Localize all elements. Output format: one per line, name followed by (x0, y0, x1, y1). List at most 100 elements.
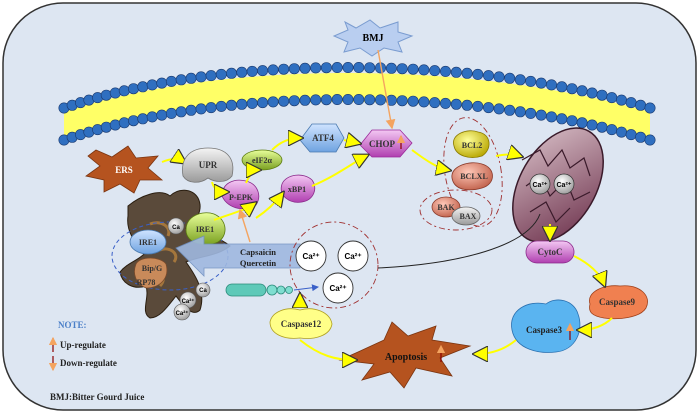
membrane-head-bottom (635, 131, 647, 143)
membrane-head-top (407, 63, 419, 75)
membrane-head-bottom (267, 96, 279, 108)
ire1-to-xbp1-arrow (255, 194, 282, 219)
membrane-head-bottom (288, 95, 300, 107)
membrane-head-bottom (215, 100, 227, 112)
ire1-left-node: IRE1 (129, 229, 167, 255)
cytosolic-ca-boundary (289, 221, 379, 309)
membrane-head-top (545, 79, 557, 91)
pathway-arrows (211, 138, 613, 360)
bclxl-label: BCLXL (460, 172, 488, 181)
membrane-head-bottom (615, 126, 627, 138)
mito-ca-bubble-1: Ca²⁺ (529, 173, 551, 195)
rp78-label: RP78 (137, 278, 156, 287)
membrane-head-bottom (576, 117, 588, 129)
membrane-head-top (472, 68, 484, 80)
bmj-star: BMJ (332, 19, 414, 57)
membrane-head-bottom (450, 98, 462, 110)
membrane-head-bottom (146, 111, 158, 123)
apoptosis-label: Apoptosis (385, 352, 427, 363)
calcium-channel-icon (225, 283, 293, 297)
capsaicin-to-perk-arrow (237, 208, 251, 243)
membrane-head-top (137, 81, 149, 93)
membrane-head-top (353, 61, 365, 73)
membrane-head-bottom (246, 97, 258, 109)
membrane-head-bottom (429, 97, 441, 109)
membrane-head-bottom (525, 107, 537, 119)
note-title: NOTE: (58, 320, 87, 330)
membrane-head-bottom (504, 104, 516, 116)
membrane-head-top (128, 83, 140, 95)
membrane-head-bottom (185, 104, 197, 116)
membrane-head-top (288, 63, 300, 75)
membrane-head-top (165, 75, 177, 87)
caspase12-to-apoptosis-arrow (299, 339, 354, 360)
membrane-head-bottom (128, 115, 140, 127)
membrane-head-bottom (407, 95, 419, 107)
svg-text:Ca²⁺: Ca²⁺ (557, 182, 572, 189)
membrane-head-top (195, 71, 207, 83)
membrane-head-top (566, 83, 578, 95)
membrane-head-top (109, 87, 121, 99)
svg-text:Ca: Ca (199, 288, 207, 294)
er-ca-bubble-4: Ca²⁺ (173, 303, 191, 321)
er-ca-bubble-2: Ca (195, 282, 211, 298)
membrane-head-bottom (205, 102, 217, 114)
caspase3-to-apoptosis-arrow (476, 339, 517, 354)
chop-label: CHOP (369, 139, 396, 149)
membrane-head-bottom (439, 97, 451, 109)
svg-text:Ca²⁺: Ca²⁺ (302, 252, 319, 261)
membrane-head-top (635, 99, 647, 111)
membrane-head-top (450, 66, 462, 78)
membrane-head-top (146, 79, 158, 91)
bcl2-node: BCL2 (453, 130, 490, 158)
membrane-head-bottom (353, 94, 365, 106)
membrane-head-bottom (100, 121, 112, 133)
atf4-node: ATF4 (299, 123, 345, 153)
membrane-head-top (342, 61, 354, 73)
membrane-head-bottom (556, 113, 568, 125)
cytoc-label: CytoC (538, 247, 563, 257)
membrane-head-top (175, 74, 187, 86)
xbp1-label: xBP1 (288, 185, 306, 194)
membrane-head-bottom (342, 94, 354, 106)
membrane-head-bottom (236, 98, 248, 110)
perk-label: P-EPK (229, 193, 254, 202)
ire1-to-perk-arrow (213, 204, 254, 221)
membrane-head-bottom (482, 102, 494, 114)
cytosolic-ca-1: Ca²⁺ (295, 240, 327, 272)
membrane-head-top (504, 72, 516, 84)
bmj-to-chop-arrow (377, 49, 396, 130)
bax-label: BAX (460, 212, 477, 221)
caspase9-to-caspase3-arrow (580, 317, 613, 330)
upr-to-perk-arrow (211, 181, 226, 192)
bcl2-label: BCL2 (462, 141, 482, 150)
cytoc-to-caspase9-arrow (573, 255, 604, 284)
ca-to-mito-line (377, 213, 541, 269)
membrane-head-bottom (226, 99, 238, 111)
membrane-head-top (156, 77, 168, 89)
membrane-head-top (439, 65, 451, 77)
membrane-head-top (525, 75, 537, 87)
apoptosis-star: Apoptosis (338, 321, 472, 389)
ire1-left-label: IRE1 (139, 238, 157, 247)
bcl-boundary (443, 117, 503, 227)
membrane-head-bottom (156, 109, 168, 121)
caspase9-node: Caspase9 (589, 285, 648, 320)
svg-text:Ca²⁺: Ca²⁺ (176, 310, 189, 317)
bax-node: BAX (451, 206, 481, 226)
membrane-head-top (535, 77, 547, 89)
xbp1-to-chop-arrow (311, 156, 366, 187)
membrane-head-top (576, 85, 588, 97)
bip-label: Bip/G (142, 264, 162, 273)
svg-text:Ca²⁺: Ca²⁺ (329, 284, 346, 293)
membrane-head-top (320, 62, 332, 74)
caspase12-node: Caspase12 (269, 308, 333, 339)
membrane-head-top (385, 62, 397, 74)
membrane-head-bottom (461, 99, 473, 111)
perk-to-eif2a-arrow (245, 170, 258, 184)
caspase9-label: Caspase9 (599, 297, 636, 307)
membrane-head-top (461, 67, 473, 79)
upr-node: UPR (182, 147, 234, 183)
